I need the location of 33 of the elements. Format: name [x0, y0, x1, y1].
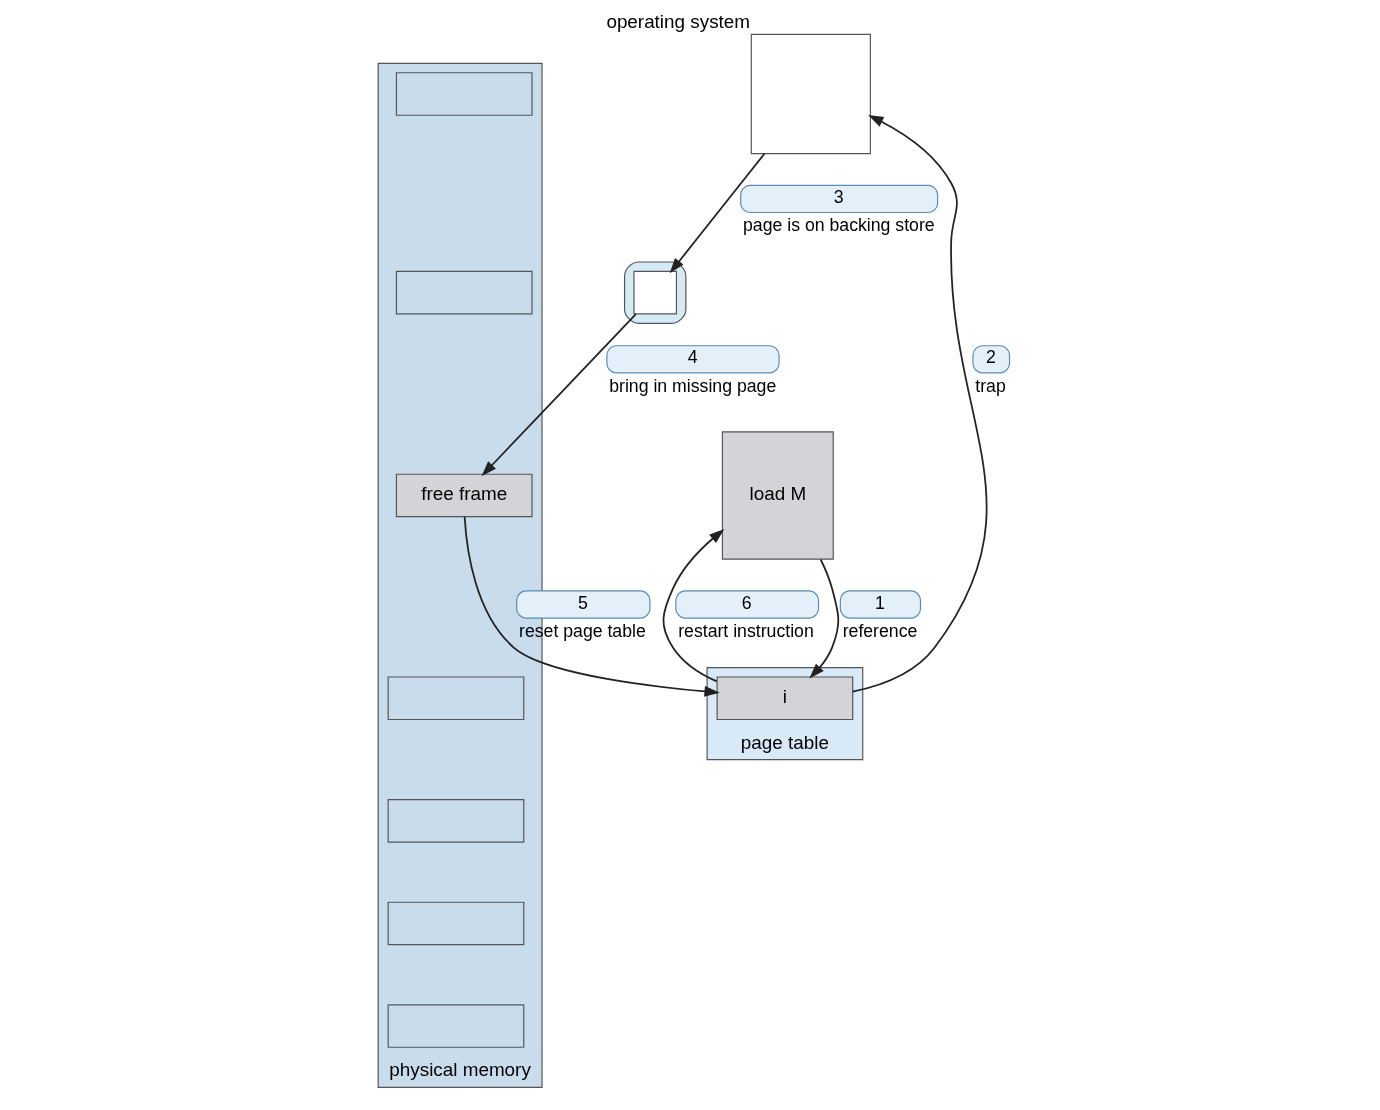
- node-label: page table: [740, 731, 829, 753]
- label: 4: [687, 347, 698, 368]
- node-box: [395, 270, 533, 315]
- arrow: [809, 558, 840, 679]
- edge-label: reference: [842, 620, 918, 641]
- label: 5: [577, 592, 588, 613]
- node-box: [750, 33, 871, 155]
- node-box: [633, 270, 678, 315]
- node-box: [395, 72, 533, 116]
- node-box: [387, 676, 525, 721]
- node-box: [387, 1004, 525, 1048]
- node-box: i: [716, 676, 854, 721]
- arrow: [662, 529, 725, 683]
- edge-label: reset page table: [519, 620, 646, 641]
- node-box: free frame: [395, 473, 533, 518]
- label: 2: [985, 347, 996, 368]
- node-box: [387, 901, 525, 946]
- label: 6: [741, 592, 752, 613]
- label: 3: [833, 187, 844, 208]
- edge-label: bring in missing page: [609, 375, 777, 396]
- arrow: [851, 115, 988, 693]
- node-box: load M: [721, 431, 834, 560]
- edge-label: page is on backing store: [743, 215, 935, 236]
- arrow: [481, 313, 637, 477]
- label: 1: [875, 592, 885, 613]
- node-label: physical memory: [389, 1059, 531, 1081]
- arrow: [669, 152, 766, 274]
- edge-label: restart instruction: [678, 620, 814, 641]
- node-box: [387, 799, 525, 843]
- cluster: [623, 261, 687, 324]
- arrow: [463, 515, 720, 697]
- node-label: operating system: [606, 11, 751, 33]
- edge-label: trap: [975, 375, 1006, 396]
